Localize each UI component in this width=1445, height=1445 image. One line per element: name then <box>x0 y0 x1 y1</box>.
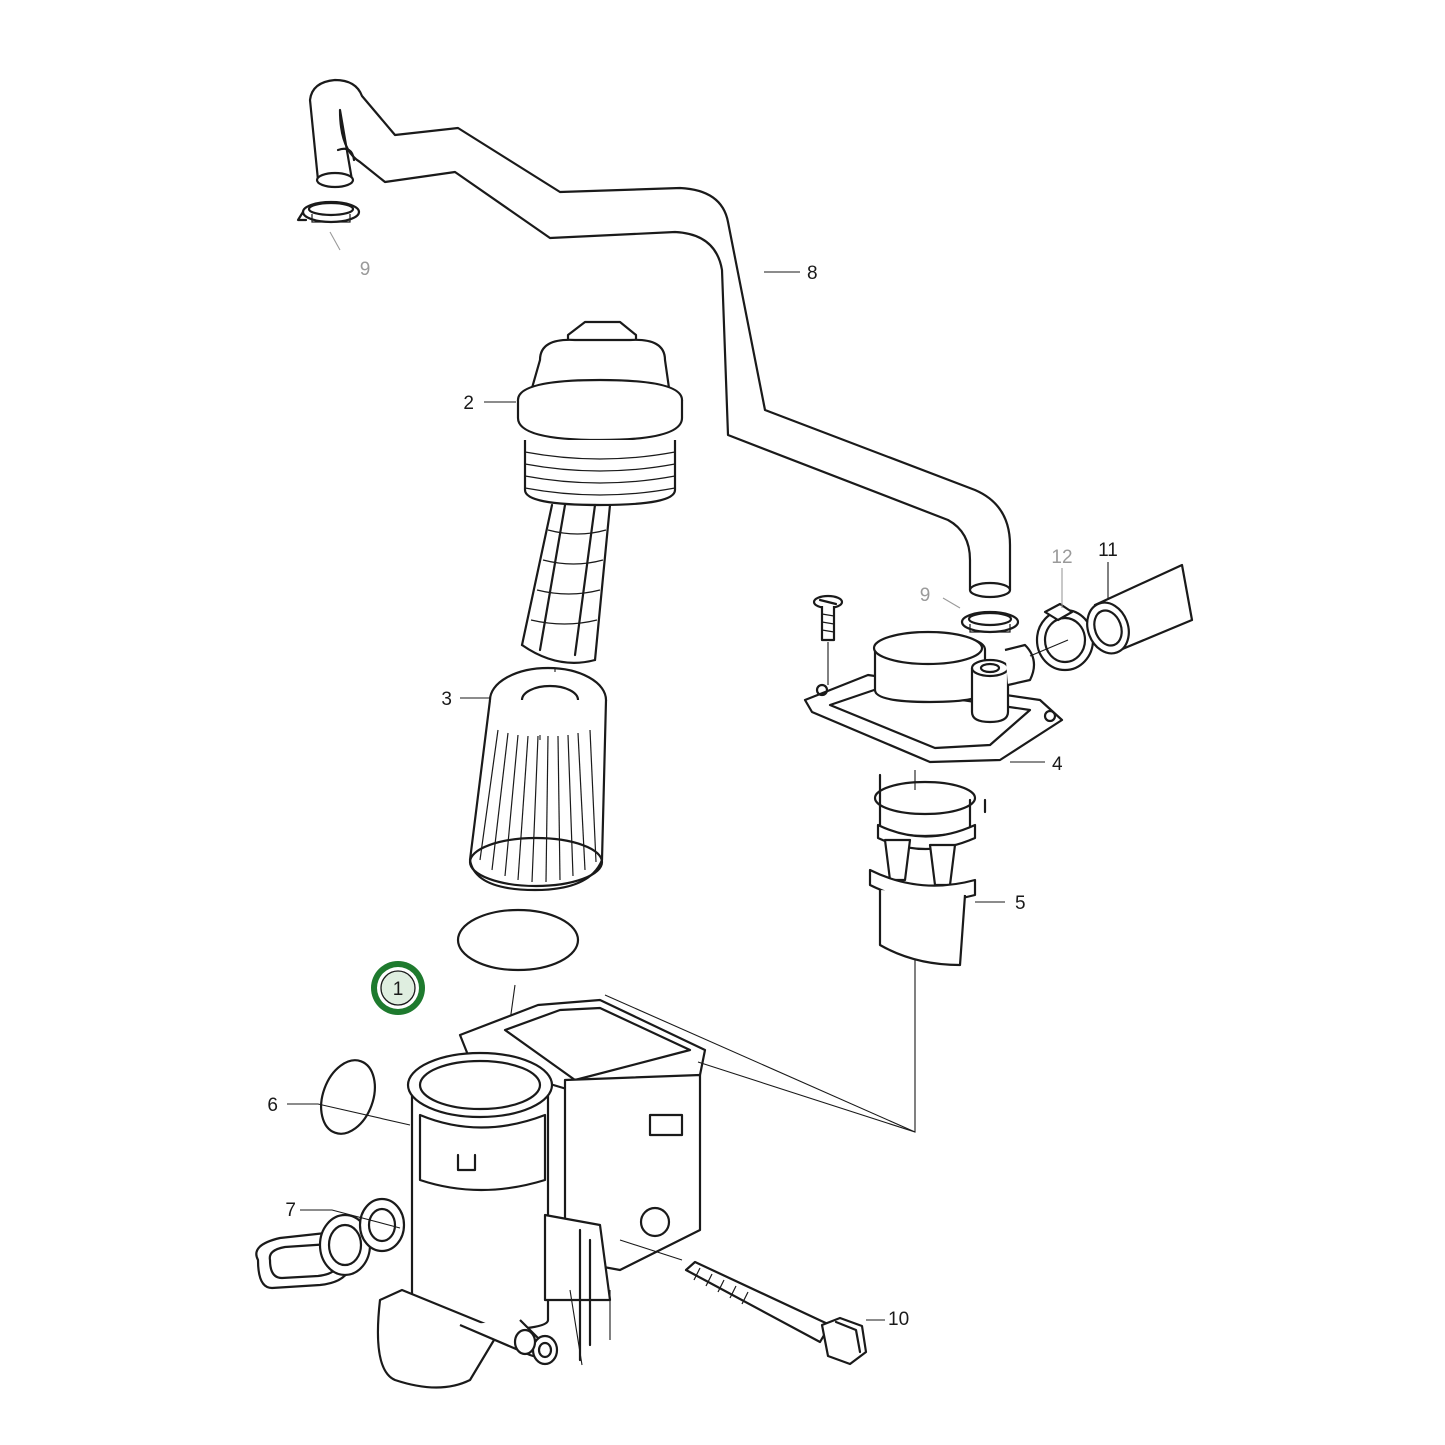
callout-8: 8 <box>807 263 818 284</box>
hose-clamp-top[interactable] <box>296 200 361 224</box>
oil-filter-housing[interactable] <box>376 998 707 1389</box>
callout-12: 12 <box>1051 547 1072 568</box>
callout-9-top: 9 <box>360 259 371 280</box>
oil-filter-element[interactable] <box>468 666 608 892</box>
callout-6: 6 <box>267 1095 278 1116</box>
connecting-hose[interactable] <box>1080 563 1194 659</box>
breather-cover[interactable] <box>803 630 1064 764</box>
cover-screw[interactable] <box>812 594 844 642</box>
hose-clip[interactable] <box>1035 602 1095 672</box>
callout-1: 1 <box>393 979 404 1000</box>
gasket-set[interactable] <box>255 1197 406 1290</box>
sealing-ring-large[interactable] <box>456 908 580 972</box>
callout-9-mid: 9 <box>920 585 931 606</box>
callout-3: 3 <box>441 689 452 710</box>
leader-lines <box>287 231 1109 1321</box>
oil-filter-cap[interactable] <box>516 320 684 664</box>
callout-2: 2 <box>463 393 474 414</box>
callout-4: 4 <box>1052 754 1063 775</box>
breather-valve-insert[interactable] <box>868 773 987 967</box>
o-ring-small[interactable] <box>312 1053 385 1142</box>
hose-clamp-mid[interactable] <box>960 610 1020 634</box>
assembly-guide-lines <box>569 639 1069 1366</box>
callout-1-highlight[interactable]: 1 <box>371 961 425 1015</box>
mounting-bolt[interactable] <box>684 1260 868 1366</box>
breather-hose[interactable] <box>308 78 1012 599</box>
callout-5: 5 <box>1015 893 1026 914</box>
callout-7: 7 <box>285 1200 296 1221</box>
callout-10: 10 <box>888 1309 909 1330</box>
callout-11: 11 <box>1098 540 1118 561</box>
